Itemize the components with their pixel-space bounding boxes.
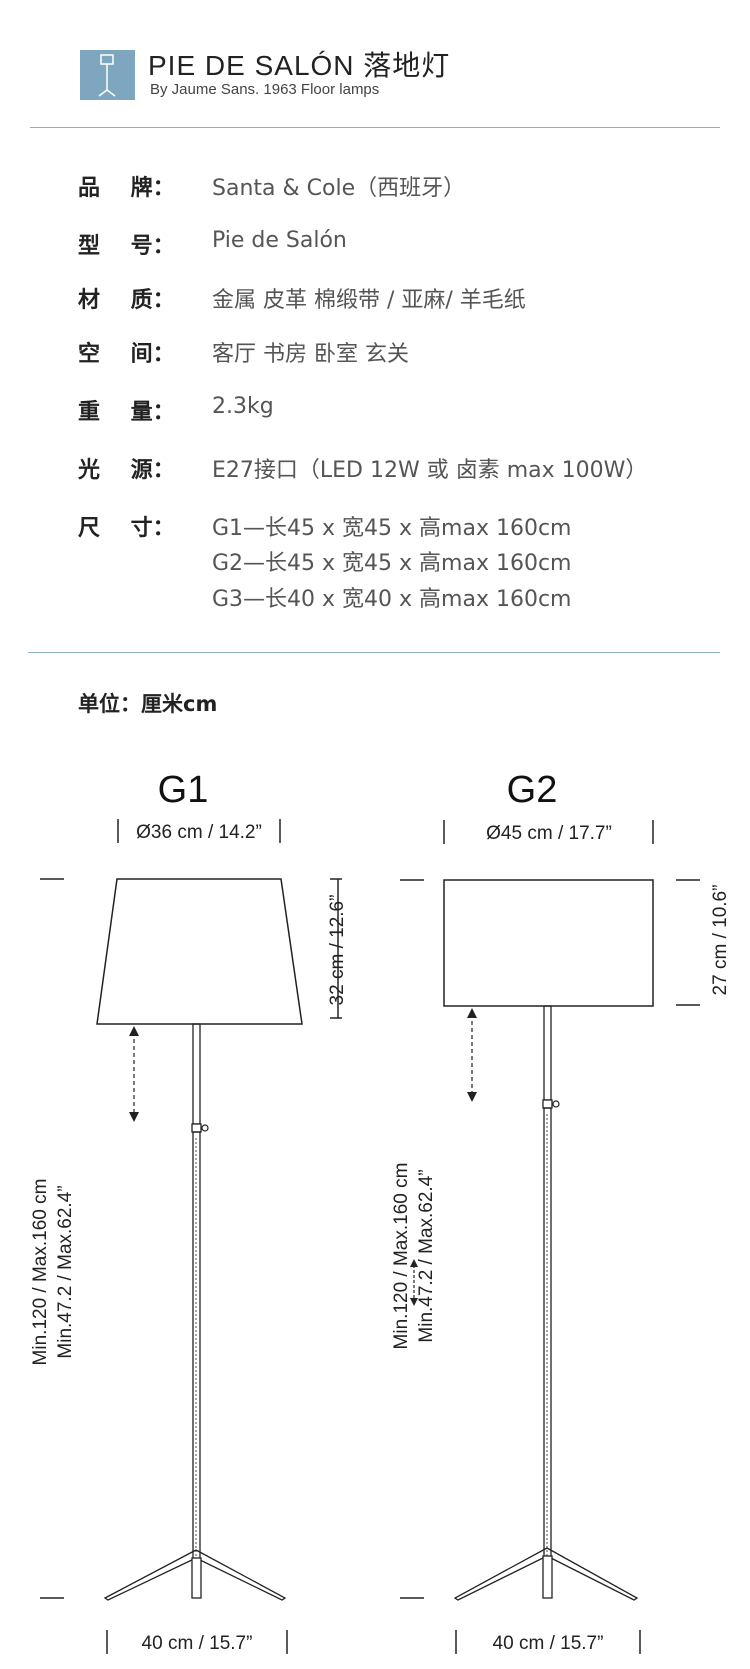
spec-value: G2—长45 x 宽45 x 高max 160cm xyxy=(212,551,572,576)
spec-value: G3—长40 x 宽40 x 高max 160cm xyxy=(212,587,572,612)
spec-label: 品 牌： xyxy=(78,176,175,201)
unit-label: 单位：厘米cm xyxy=(78,692,218,716)
g2-height-in: Min.47.2 / Max.62.4” xyxy=(416,1169,437,1342)
spec-label: 重 量： xyxy=(78,400,175,425)
spec-label: 光 源： xyxy=(78,458,175,483)
g1-shade xyxy=(96,878,303,1025)
g1-height-in: Min.47.2 / Max.62.4” xyxy=(55,1185,76,1358)
spec-label: 型 号： xyxy=(78,234,175,259)
g1-label: G1 xyxy=(158,769,209,811)
spec-value: G1—长45 x 宽45 x 高max 160cm xyxy=(212,516,572,541)
drawing-g1: G1 Ø36 cm / 14.2” 32 cm / 12.6” Min.120 … xyxy=(30,769,348,1654)
spec-value: 2.3kg xyxy=(212,394,274,419)
spec-value: E27接口（LED 12W 或 卤素 max 100W） xyxy=(212,458,648,483)
g2-label: G2 xyxy=(507,769,558,811)
floor-lamp-icon xyxy=(98,54,116,97)
dimension-drawings: G1 Ø36 cm / 14.2” 32 cm / 12.6” Min.120 … xyxy=(30,769,731,1654)
g2-shade-diameter: Ø45 cm / 17.7” xyxy=(486,823,612,844)
spec-value: Pie de Salón xyxy=(212,228,347,253)
specs-divider xyxy=(28,652,720,653)
spec-value: Santa & Cole（西班牙） xyxy=(212,176,466,201)
g1-base-width: 40 cm / 15.7” xyxy=(142,1633,253,1654)
floor-lamp-logo xyxy=(80,50,135,100)
g1-shade-diameter: Ø36 cm / 14.2” xyxy=(136,822,262,843)
spec-value: 客厅 书房 卧室 玄关 xyxy=(212,342,409,367)
g2-shade xyxy=(443,879,654,1007)
g2-shade-height: 27 cm / 10.6” xyxy=(710,885,731,996)
g1-height-cm: Min.120 / Max.160 cm xyxy=(30,1179,51,1366)
g2-base-width: 40 cm / 15.7” xyxy=(493,1633,604,1654)
spec-value: 金属 皮革 棉缎带 / 亚麻/ 羊毛纸 xyxy=(212,288,526,313)
g1-shade-height: 32 cm / 12.6” xyxy=(327,895,348,1006)
spec-label: 空 间： xyxy=(78,342,175,367)
page-title: PIE DE SALÓN 落地灯 xyxy=(148,50,451,81)
drawing-g2: G2 Ø45 cm / 17.7” 27 cm / 10.6” Min.120 … xyxy=(391,769,731,1654)
spec-label: 尺 寸： xyxy=(78,516,175,541)
page-subtitle: By Jaume Sans. 1963 Floor lamps xyxy=(150,81,380,98)
spec-label: 材 质： xyxy=(78,288,175,313)
g2-height-cm: Min.120 / Max.160 cm xyxy=(391,1163,412,1350)
header-divider xyxy=(30,127,720,128)
